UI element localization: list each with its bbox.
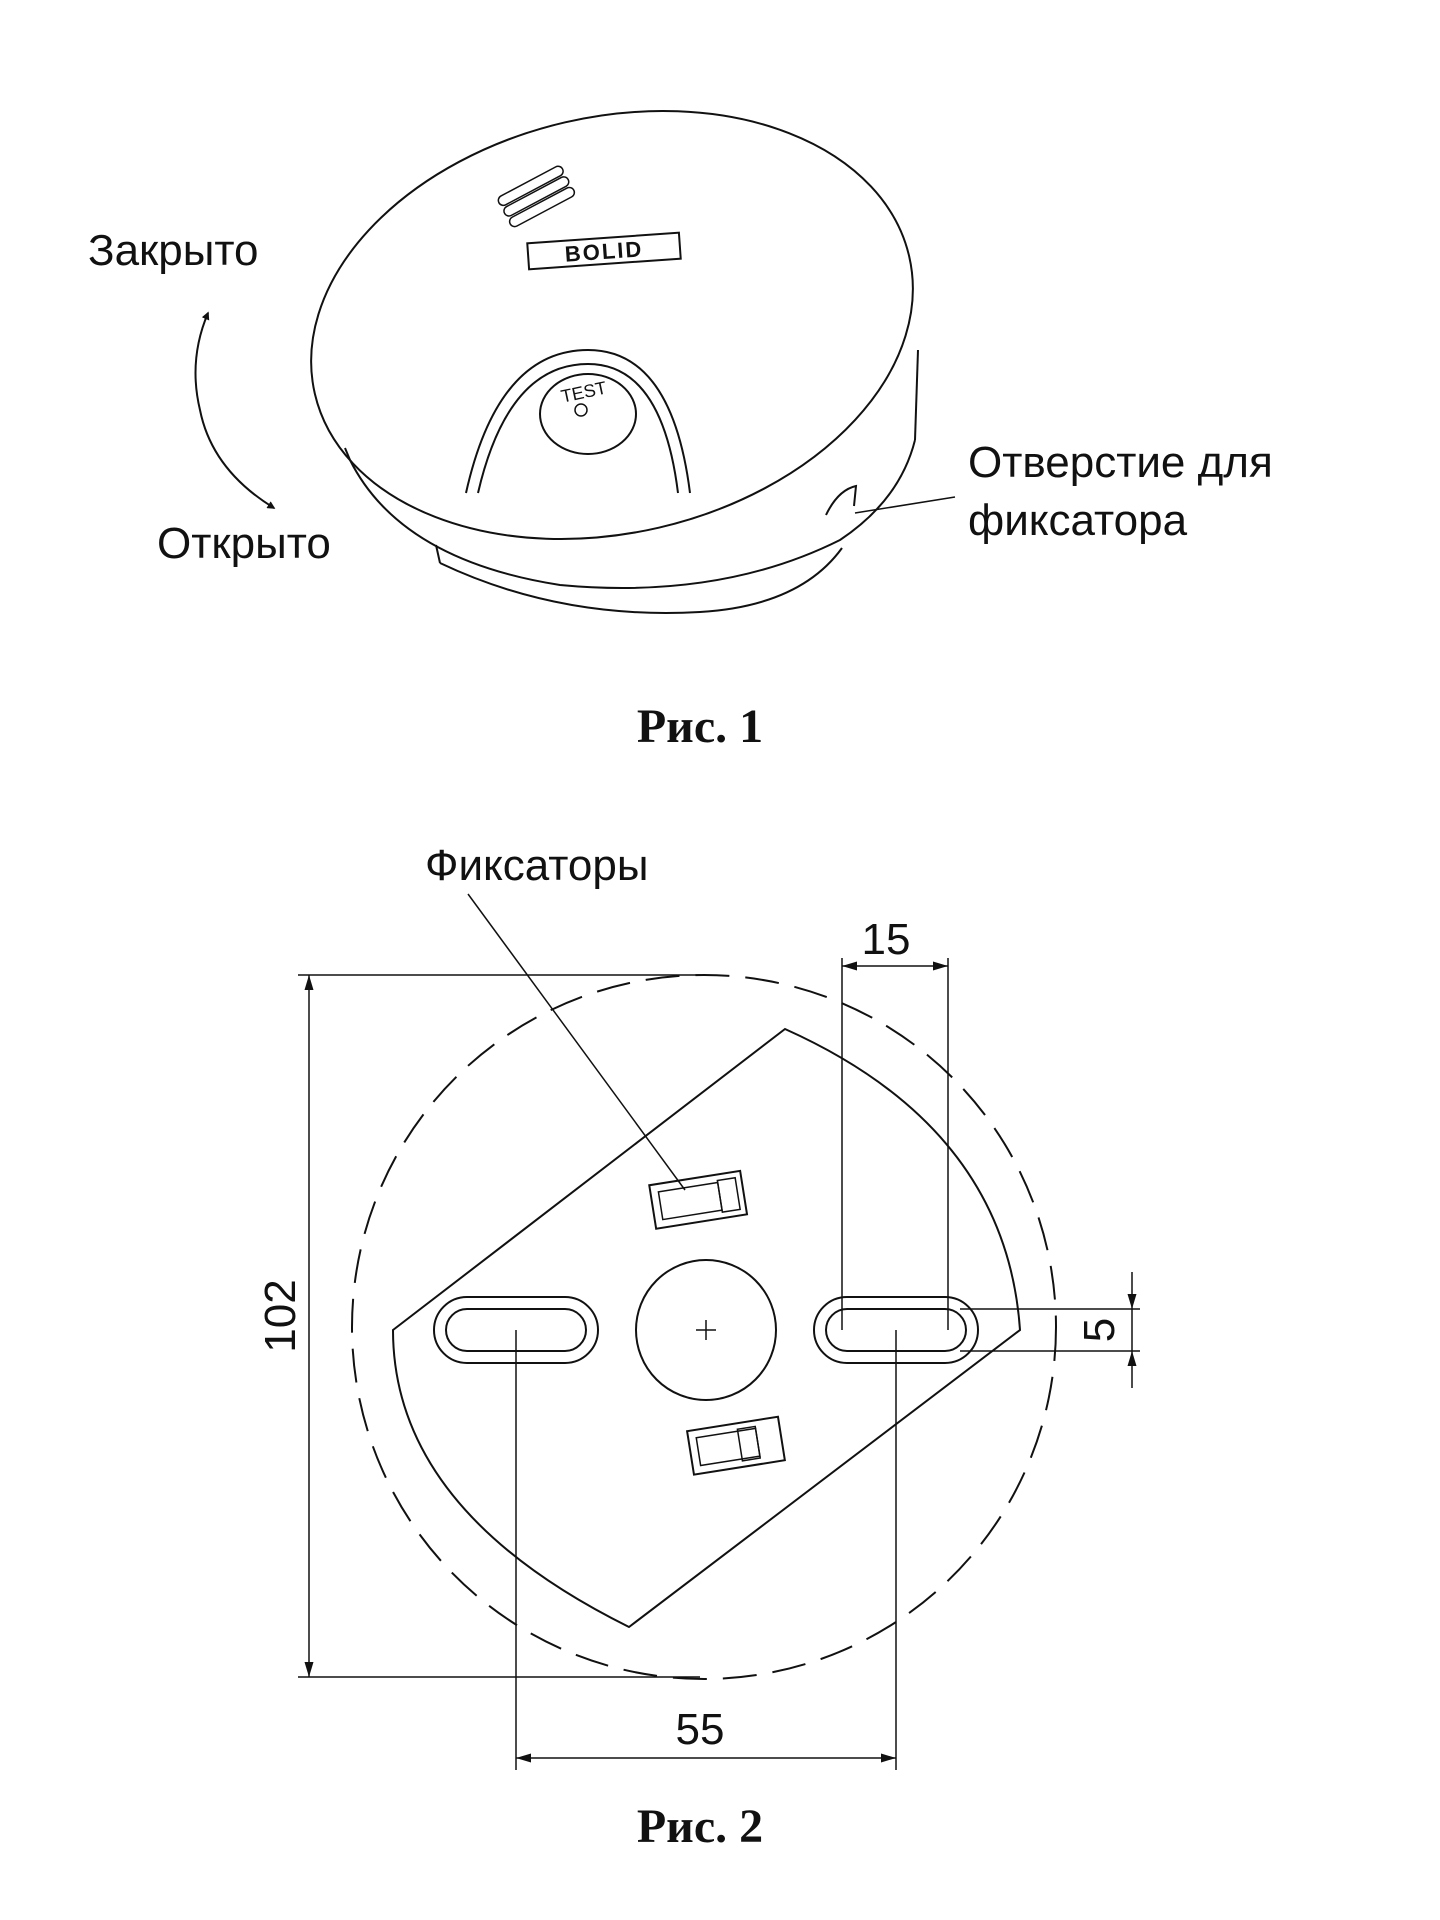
leader-latches (467, 893, 686, 1191)
dim-5: 5 (1075, 1318, 1124, 1342)
led-arch (465, 348, 691, 494)
outer-circle (351, 974, 1057, 1680)
latch-lower (685, 1415, 786, 1476)
label-open: Открыто (157, 519, 331, 568)
label-latches: Фиксаторы (425, 841, 649, 890)
center-hole (635, 1259, 777, 1401)
leader-hole (854, 496, 956, 514)
label-hole-line1: Отверстие для (968, 438, 1273, 487)
base-plate (391, 1027, 1022, 1629)
caption-fig1: Рис. 1 (637, 700, 763, 753)
detector-cover (310, 110, 914, 540)
bolid-logo: BOLID (526, 231, 682, 271)
dim-102: 102 (256, 1279, 305, 1352)
dim-15: 15 (862, 915, 911, 964)
vent-slots-icon (497, 165, 576, 228)
caption-fig2: Рис. 2 (637, 1800, 763, 1853)
test-button: TEST (539, 373, 637, 455)
svg-text:TEST: TEST (559, 378, 608, 407)
figure-1-detector: BOLID TEST Закрыто Открыто Отверстие для… (88, 110, 1273, 753)
label-hole-line2: фиксатора (968, 496, 1188, 545)
svg-text:BOLID: BOLID (564, 236, 644, 266)
dim-55: 55 (676, 1705, 725, 1754)
latch-upper (648, 1169, 749, 1230)
fixing-hole (825, 484, 858, 516)
figure-2-base-plan: Фиксаторы 102 15 5 55 Рис. 2 (256, 841, 1140, 1853)
label-closed: Закрыто (88, 226, 259, 275)
rotation-arrow (194, 311, 276, 509)
